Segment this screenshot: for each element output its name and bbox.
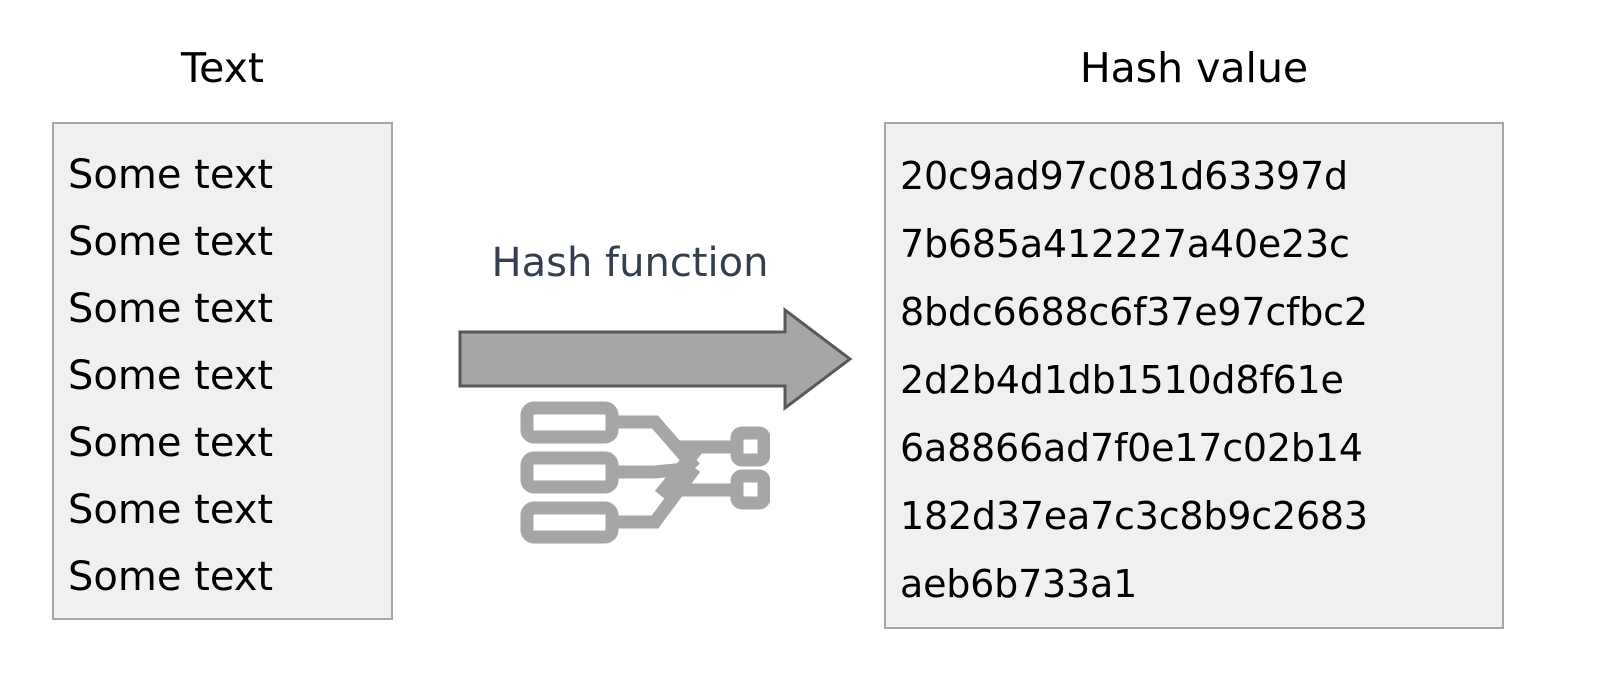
text-line: Some text — [68, 286, 274, 332]
hash-line: 6a8866ad7f0e17c02b14 — [900, 426, 1363, 470]
flow-node-rect — [520, 401, 619, 444]
text-panel-lines: Some text Some text Some text Some text … — [68, 142, 385, 611]
text-panel: Some text Some text Some text Some text … — [52, 122, 393, 620]
text-line: Some text — [68, 554, 274, 600]
flow-node-rect — [520, 501, 619, 544]
hash-line: 20c9ad97c081d63397d — [900, 154, 1348, 198]
hash-column-title: Hash value — [1079, 44, 1309, 92]
flow-output-square — [730, 469, 770, 510]
text-line: Some text — [68, 152, 274, 198]
hash-line: aeb6b733a1 — [900, 562, 1138, 606]
text-column-title: Text — [181, 44, 264, 92]
text-line: Some text — [68, 420, 274, 466]
hash-function-label: Hash function — [491, 240, 769, 286]
hash-line: 2d2b4d1db1510d8f61e — [900, 358, 1344, 402]
flow-node-rect — [520, 451, 619, 494]
flow-output-square — [730, 426, 770, 467]
hash-flow-icon — [520, 401, 770, 544]
hash-line: 8bdc6688c6f37e97cfbc2 — [900, 290, 1368, 334]
hash-line: 182d37ea7c3c8b9c2683 — [900, 494, 1368, 538]
hash-panel: 20c9ad97c081d63397d 7b685a412227a40e23c … — [884, 122, 1504, 629]
text-line: Some text — [68, 353, 274, 399]
text-line: Some text — [68, 219, 274, 265]
right-arrow-icon — [458, 306, 853, 412]
hash-line: 7b685a412227a40e23c — [900, 222, 1350, 266]
text-line: Some text — [68, 487, 274, 533]
hash-panel-lines: 20c9ad97c081d63397d 7b685a412227a40e23c … — [900, 142, 1496, 618]
